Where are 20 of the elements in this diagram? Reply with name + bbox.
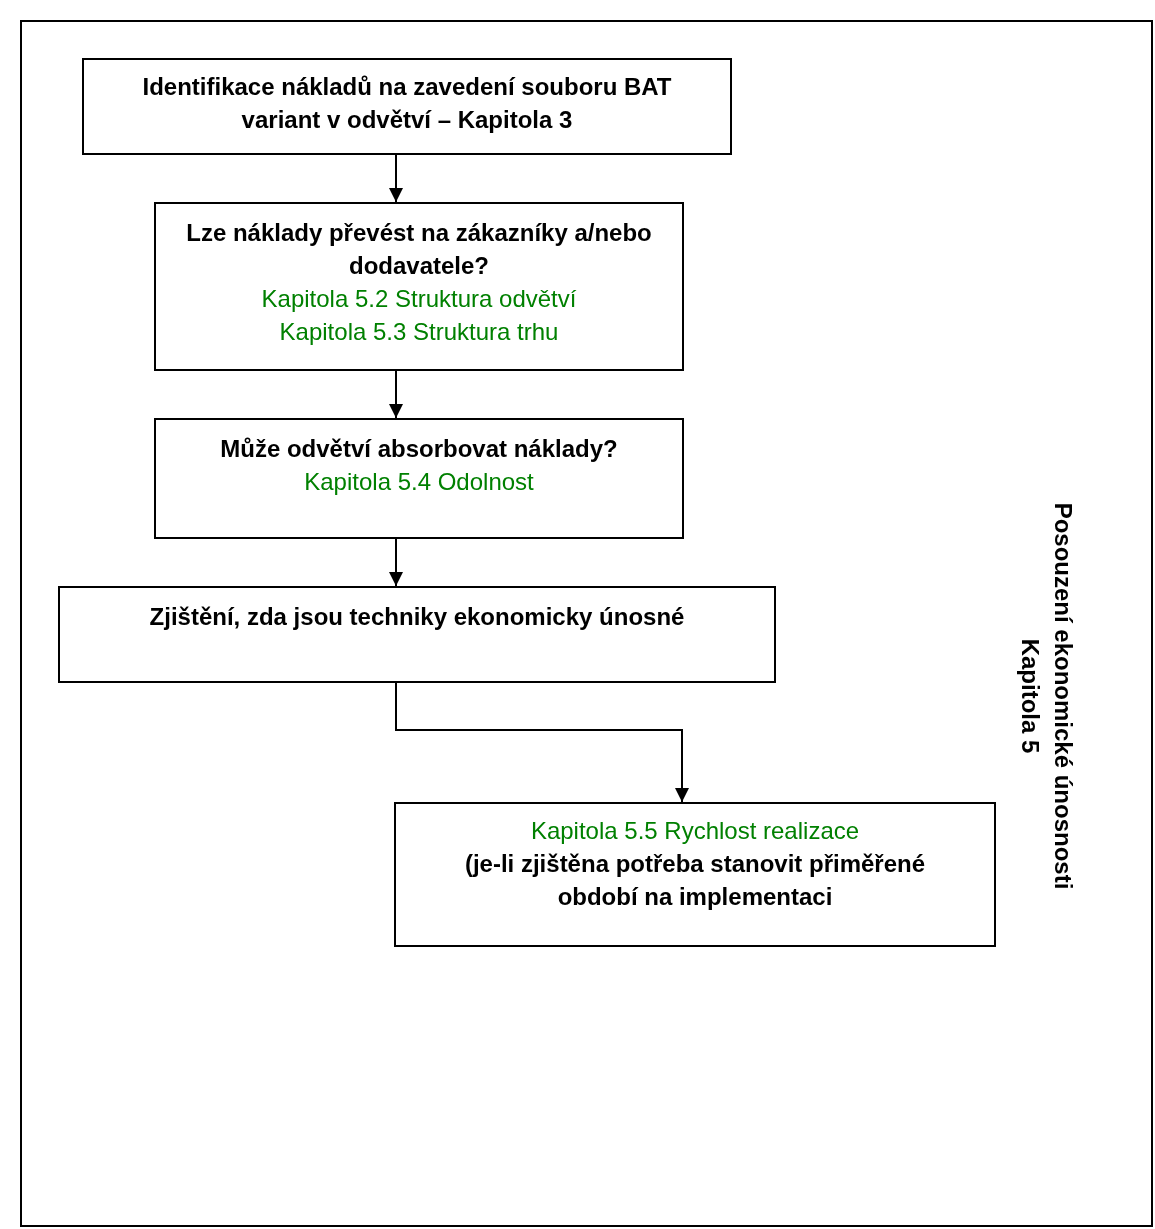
process-box	[82, 58, 732, 155]
box-text: Zjištění, zda jsou techniky ekonomicky únosné	[148, 602, 686, 632]
process-box	[58, 586, 776, 683]
process-box	[154, 202, 684, 371]
arrow	[395, 682, 689, 803]
process-box	[394, 802, 996, 947]
box-text: Lze náklady převést na zákazníky a/nebo dodavatele?	[185, 218, 653, 281]
box-text: (je-li zjištěna potřeba stanovit přiměřené období na implementaci	[463, 849, 927, 912]
chapter-frame	[20, 20, 1153, 1227]
arrow	[389, 154, 403, 203]
box-text: Může odvětví absorbovat náklady?	[219, 434, 619, 464]
arrow	[389, 370, 403, 419]
section-heading: Posouzení ekonomické únosnosti Kapitola 5	[1016, 501, 1078, 892]
box-text: Identifikace nákladů na zavedení souboru BAT variant v odvětví – Kapitola 3	[141, 72, 673, 135]
arrow	[389, 538, 403, 587]
chapter-reference: Kapitola 5.3 Struktura trhu	[278, 317, 560, 347]
chapter-reference: Kapitola 5.5 Rychlost realizace	[529, 816, 861, 846]
process-box	[154, 418, 684, 539]
chapter-reference: Kapitola 5.2 Struktura odvětví	[260, 284, 578, 314]
chapter-reference: Kapitola 5.4 Odolnost	[303, 467, 535, 497]
